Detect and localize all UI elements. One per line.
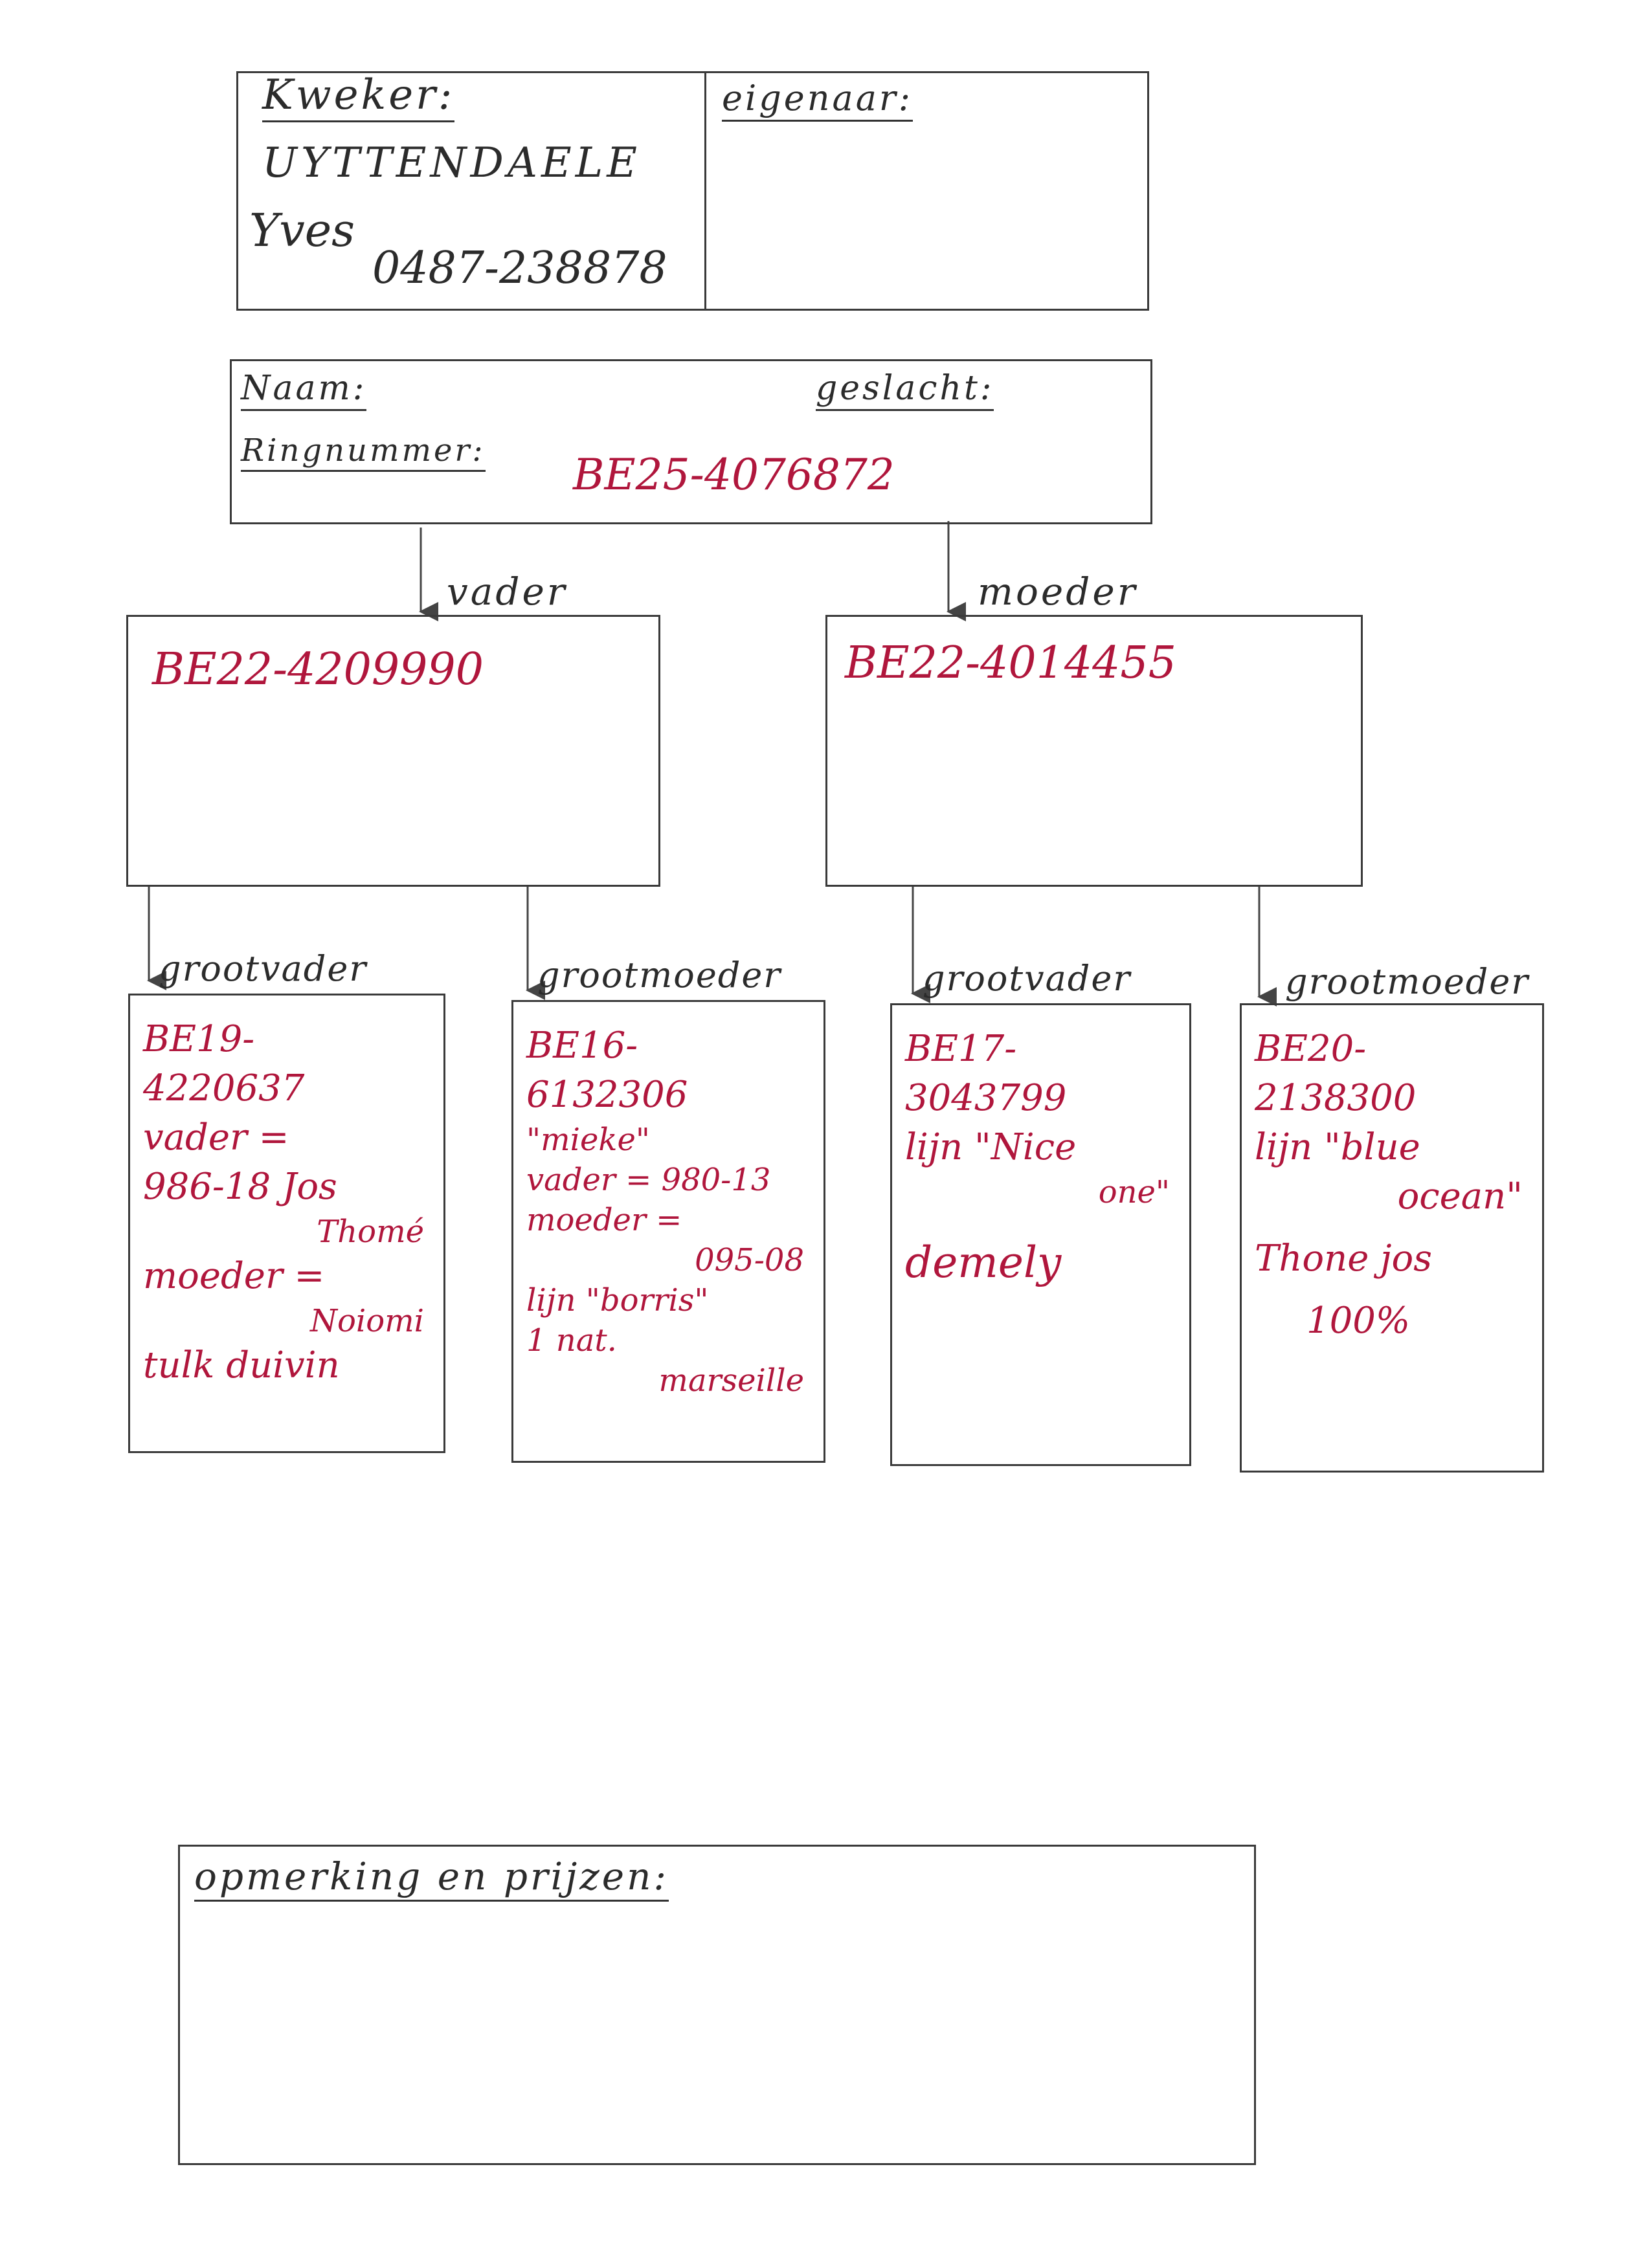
gp3-line: one": [1098, 1174, 1170, 1210]
breeder-owner-box: [236, 71, 1149, 311]
gp1-line: Thomé: [317, 1214, 424, 1250]
sex-label: geslacht:: [816, 369, 994, 411]
gp4-line: 2138300: [1255, 1077, 1417, 1119]
gp2-line: lijn "borris": [526, 1282, 709, 1318]
grandparent-box-1: BE19- 4220637 vader = 986-18 Jos Thomé m…: [128, 994, 445, 1453]
gp2-line: "mieke": [526, 1122, 650, 1158]
breeder-phone: 0487-238878: [372, 243, 667, 294]
gp2-line: moeder =: [526, 1202, 682, 1238]
grandparent-box-4: BE20- 2138300 lijn "blue ocean" Thone jo…: [1240, 1003, 1544, 1473]
gp1-line: moeder =: [143, 1255, 325, 1297]
gp4-line: lijn "blue: [1255, 1126, 1420, 1168]
name-label: Naam:: [241, 369, 367, 411]
gp3-line: 3043799: [905, 1077, 1067, 1119]
gp1-line: tulk duivin: [143, 1344, 340, 1386]
mother-ring: BE22-4014455: [845, 638, 1176, 689]
mother-box: [825, 615, 1363, 887]
gp1-line: 986-18 Jos: [143, 1166, 337, 1208]
gp1-line: vader =: [143, 1117, 289, 1159]
gp4-label: grootmoeder: [1285, 961, 1530, 1002]
breeder-firstname: Yves: [249, 204, 355, 257]
remarks-label: opmerking en prijzen:: [194, 1854, 669, 1902]
gp2-line: 095-08: [695, 1242, 804, 1278]
gp3-line: BE17-: [905, 1028, 1017, 1070]
pigeon-box: [230, 359, 1152, 524]
gp1-line: Noiomi: [309, 1303, 424, 1339]
gp3-line: demely: [905, 1238, 1062, 1287]
father-label: vader: [447, 570, 568, 614]
gp1-line: BE19-: [143, 1018, 255, 1060]
gp3-label: grootvader: [923, 958, 1132, 999]
gp1-line: 4220637: [143, 1067, 305, 1109]
gp1-label: grootvader: [159, 948, 368, 989]
ring-value: BE25-4076872: [573, 450, 895, 500]
gp2-line: marseille: [658, 1362, 804, 1399]
gp4-line: Thone jos: [1255, 1238, 1432, 1280]
ring-label: Ringnummer:: [241, 432, 486, 472]
remarks-box: [178, 1845, 1256, 2165]
owner-label: eigenaar:: [722, 78, 913, 122]
grandparent-box-2: BE16- 6132306 "mieke" vader = 980-13 moe…: [511, 1000, 825, 1463]
gp4-line: 100%: [1306, 1300, 1411, 1342]
gp3-line: lijn "Nice: [905, 1126, 1077, 1168]
gp4-line: BE20-: [1255, 1028, 1367, 1070]
grandparent-box-3: BE17- 3043799 lijn "Nice one" demely: [890, 1003, 1191, 1466]
gp2-line: 6132306: [526, 1074, 688, 1116]
breeder-label: Kweker:: [262, 71, 455, 122]
gp2-label: grootmoeder: [537, 955, 782, 995]
gp2-line: 1 nat.: [526, 1322, 617, 1359]
breeder-name: UYTTENDAELE: [262, 139, 641, 187]
gp2-line: vader = 980-13: [526, 1162, 771, 1198]
gp4-line: ocean": [1397, 1175, 1523, 1217]
mother-label: moeder: [978, 570, 1138, 614]
gp2-line: BE16-: [526, 1025, 638, 1067]
father-ring: BE22-4209990: [152, 644, 484, 695]
breeder-owner-divider: [704, 71, 706, 311]
father-box: [126, 615, 660, 887]
